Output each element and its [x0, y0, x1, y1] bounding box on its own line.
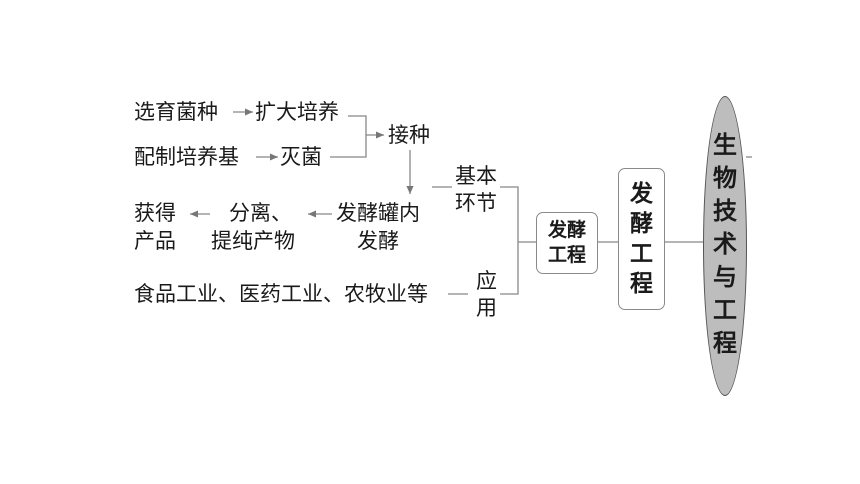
branch-application: 应用 — [476, 269, 497, 320]
step-select: 选育菌种 — [134, 100, 218, 124]
bracket-branches — [500, 186, 519, 295]
sub-node-fermentation: 发酵工程 — [536, 212, 598, 274]
sub-node-label: 发酵工程 — [547, 219, 586, 266]
branch-basic: 基本环节 — [455, 164, 497, 215]
step-separate-line1: 分离、 — [229, 201, 292, 225]
root-label: 生物技术与工程 — [713, 131, 737, 357]
step-ferment-line2: 发酵 — [357, 229, 399, 253]
step-ferment-line1: 发酵罐内 — [336, 201, 420, 225]
step-inoculate: 接种 — [388, 123, 430, 147]
step-medium: 配制培养基 — [134, 145, 239, 169]
bracket-to-inoculate — [330, 115, 367, 158]
step-expand: 扩大培养 — [255, 100, 339, 124]
step-product-line1: 获得 — [134, 201, 176, 225]
applications-text: 食品工业、医药工业、农牧业等 — [134, 282, 428, 306]
step-sterilize: 灭菌 — [280, 145, 322, 169]
main-node-label: 发酵工程 — [630, 181, 653, 297]
step-separate-line2: 提纯产物 — [211, 229, 295, 253]
step-product-line2: 产品 — [134, 229, 176, 253]
root-node: 生物技术与工程 — [703, 96, 747, 396]
main-node-fermentation: 发酵工程 — [618, 168, 665, 310]
